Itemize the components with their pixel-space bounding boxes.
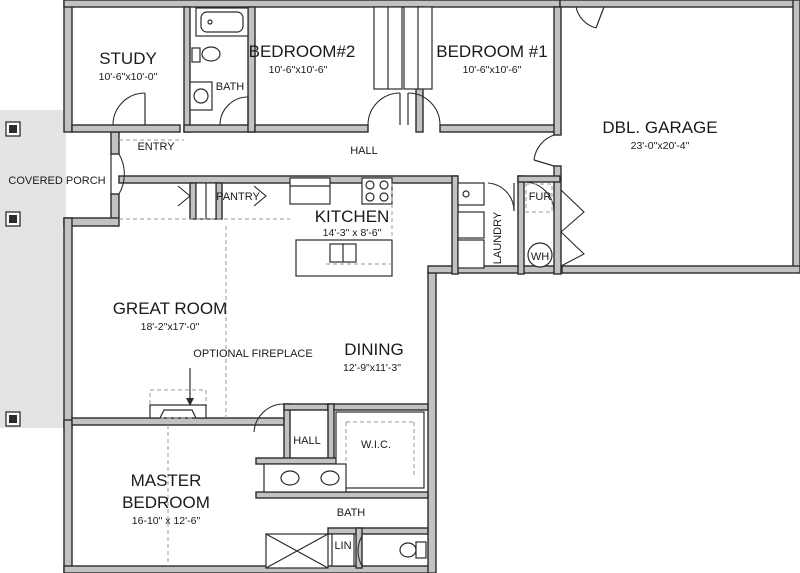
master-bath-label: BATH (337, 507, 366, 519)
study-dimensions: 10'-6"x10'-0" (99, 71, 158, 83)
bedroom2-dimensions: 10'-6"x10'-6" (269, 64, 328, 76)
water-heater (527, 242, 553, 268)
exterior-walls (63, 0, 800, 573)
wic-label: W.I.C. (361, 439, 391, 451)
study-label: STUDY (99, 49, 157, 68)
master-bedroom-label: BEDROOM (122, 493, 210, 512)
refrigerator (289, 177, 331, 205)
great-room-dimensions: 18'-2"x17'-0" (141, 321, 200, 333)
toilet (399, 542, 417, 558)
pantry-shelves (195, 182, 217, 220)
linen-closet (331, 533, 355, 567)
bedroom1-dimensions: 10'-6"x10'-6" (463, 64, 522, 76)
covered-porch (0, 110, 66, 428)
bedroom2-label: BEDROOM#2 (249, 42, 356, 61)
dining-label: DINING (344, 340, 404, 359)
kitchen-dimensions: 14'-3" x 8'-6" (323, 227, 382, 239)
garage-label: DBL. GARAGE (602, 118, 717, 137)
washer (457, 211, 485, 239)
laundry-label: LAUNDRY (492, 211, 504, 264)
pantry-label: PANTRY (216, 191, 260, 203)
range (361, 177, 393, 205)
walk-in-closet (335, 411, 425, 489)
bath-label: BATH (216, 81, 245, 93)
great-room-label: GREAT ROOM (113, 299, 228, 318)
linen-label: LIN (334, 540, 351, 552)
laundry-sink (457, 182, 485, 206)
bedroom-closets (373, 6, 433, 90)
fireplace (149, 368, 207, 419)
dining-dimensions: 12'-9"x11'-3" (343, 362, 401, 374)
master-bedroom-label: MASTER (131, 471, 202, 490)
dryer (457, 239, 485, 269)
kitchen-label: KITCHEN (315, 207, 390, 226)
fireplace-label: OPTIONAL FIREPLACE (193, 348, 312, 360)
room-divisions (119, 139, 290, 566)
hall-label: HALL (293, 435, 321, 447)
bedroom1-label: BEDROOM #1 (436, 42, 547, 61)
toilet (201, 46, 221, 62)
master-bath-fixtures (263, 463, 427, 569)
water-heater-label: WH (531, 251, 549, 263)
doors (110, 6, 605, 567)
laundry-fixtures (457, 182, 553, 269)
entry-label: ENTRY (137, 141, 175, 153)
porch-label: COVERED PORCH (8, 175, 105, 187)
hall-label: HALL (350, 145, 378, 157)
kitchen-fixtures (289, 177, 393, 277)
garage-dimensions: 23'-0"x20'-4" (631, 140, 690, 152)
room-labels: STUDY 10'-6"x10'-0" BATH BEDROOM#2 10'-6… (8, 42, 717, 552)
interior-walls (71, 6, 562, 569)
hall-bath-fixtures (189, 7, 249, 111)
master-bedroom-dimensions: 16-10" x 12'-6" (132, 515, 201, 527)
furnace-label: FUR (529, 191, 552, 203)
